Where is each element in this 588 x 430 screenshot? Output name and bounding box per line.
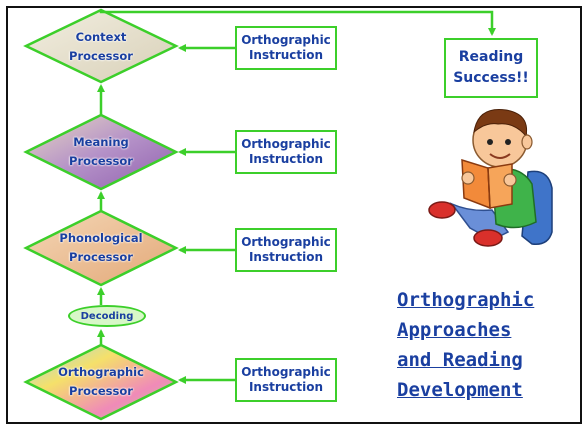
reading-boy-illustration [428, 108, 553, 247]
decoding-label: Decoding [80, 310, 134, 322]
phonological-processor-diamond [23, 209, 179, 287]
meaning-processor-label: Meaning Processor [69, 135, 133, 168]
reading-success-box: Reading Success!! [444, 38, 538, 98]
orthographic-instruction-box-phonological: Orthographic Instruction [235, 228, 337, 272]
orthographic-processor-diamond [23, 343, 179, 421]
orthographic-instruction-box-context: Orthographic Instruction [235, 26, 337, 70]
title-line-1: Orthographic [397, 289, 535, 311]
decoding-node: Decoding [68, 305, 146, 327]
title-line-2: Approaches [397, 319, 512, 341]
orthographic-instruction-box-orthographic: Orthographic Instruction [235, 358, 337, 402]
orthographic-instruction-box-meaning: Orthographic Instruction [235, 130, 337, 174]
slide-title: Orthographic Approaches and Reading Deve… [397, 285, 572, 405]
orthographic-processor-label: Orthographic Processor [58, 365, 144, 398]
meaning-processor-diamond [23, 113, 179, 191]
context-processor-diamond [23, 8, 179, 84]
context-processor-label: Context Processor [69, 30, 133, 63]
phonological-processor-label: Phonological Processor [59, 231, 143, 264]
title-line-3: and Reading [397, 349, 523, 371]
success-connector-arrow [99, 10, 496, 36]
title-line-4: Development [397, 379, 523, 401]
